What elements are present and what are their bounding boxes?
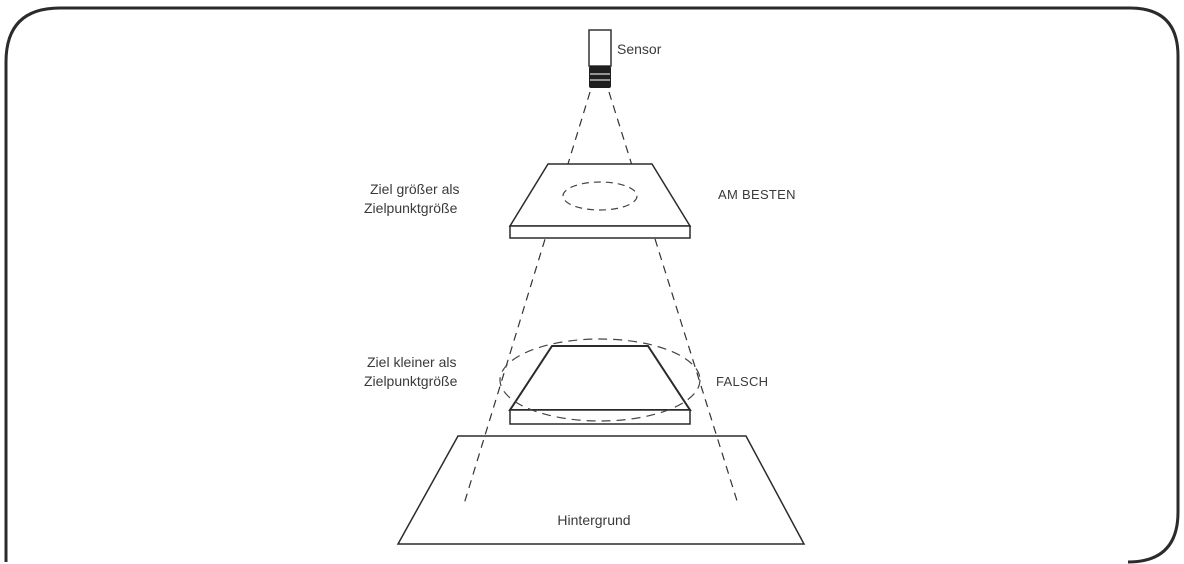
diagram-frame bbox=[4, 6, 1180, 564]
target-larger-label-line1: Ziel größer als bbox=[370, 181, 459, 197]
sensor-beam-cone bbox=[463, 91, 739, 505]
small-target-plate bbox=[508, 345, 692, 425]
background-label: Hintergrund bbox=[557, 512, 630, 528]
sensor-label: Sensor bbox=[617, 41, 662, 57]
background-plane bbox=[396, 435, 806, 545]
target-smaller-label-line2: Zielpunktgröße bbox=[364, 373, 458, 389]
best-label: AM BESTEN bbox=[718, 187, 796, 202]
sensor-icon bbox=[588, 29, 612, 88]
target-larger-label-line2: Zielpunktgröße bbox=[364, 200, 458, 216]
target-smaller-label-line1: Ziel kleiner als bbox=[367, 354, 456, 370]
spot-ellipse-bottom bbox=[499, 338, 701, 422]
large-target-plate bbox=[508, 163, 692, 239]
spot-ellipse-top bbox=[562, 181, 638, 211]
wrong-label: FALSCH bbox=[716, 374, 768, 389]
